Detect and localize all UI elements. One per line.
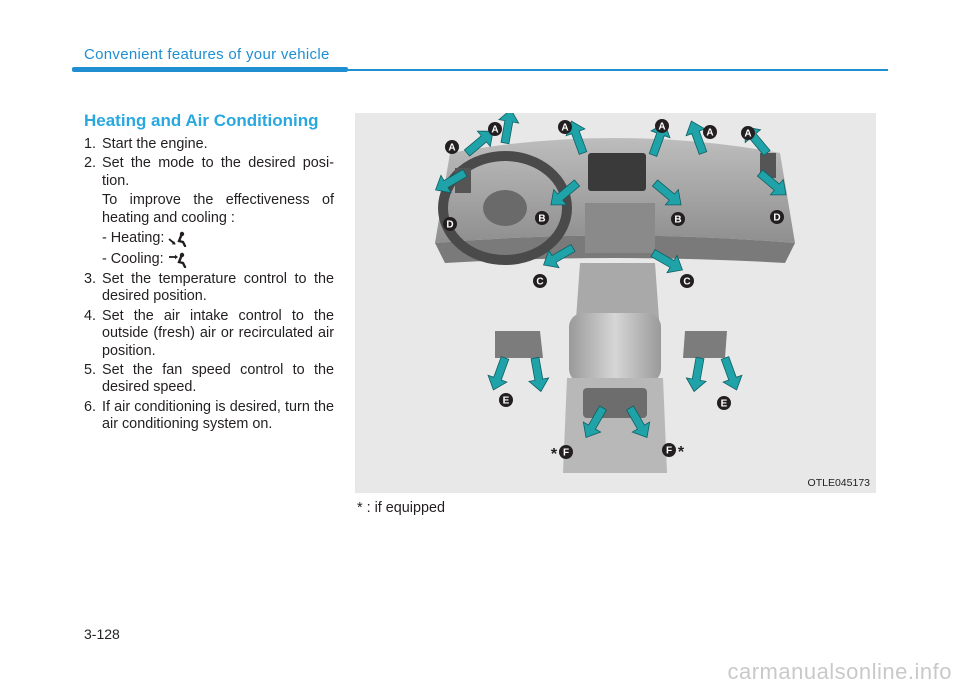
asterisk-marker: * <box>551 446 558 463</box>
floor-duct-right <box>683 331 727 358</box>
armrest <box>569 313 661 383</box>
dashboard-illustration: A A A A A A B B C C D D E E F F * * <box>430 113 795 473</box>
footnote: * : if equipped <box>357 500 446 516</box>
svg-text:A: A <box>448 143 455 154</box>
svg-text:D: D <box>773 213 780 224</box>
step-text: Set the fan speed control to the desired… <box>102 362 334 396</box>
vent-label-d: D D <box>443 210 784 231</box>
page-number: 3-128 <box>84 626 120 642</box>
svg-text:C: C <box>536 277 543 288</box>
asterisk-marker: * <box>678 444 685 461</box>
step-5: 5. Set the fan speed control to the desi… <box>84 362 334 397</box>
vent-label-e: E E <box>499 393 731 410</box>
floor-duct-left <box>495 331 543 358</box>
step-number: 2. <box>84 155 97 172</box>
instructions: 1. Start the engine. 2. Set the mode to … <box>84 136 334 436</box>
step-2: 2. Set the mode to the desired posi-tion… <box>84 155 334 190</box>
step-text: Set the temperature control to the desir… <box>102 271 334 305</box>
step-1: 1. Start the engine. <box>84 136 334 153</box>
header-rule <box>348 69 888 71</box>
mode-heating: - Heating: <box>84 229 334 248</box>
floor-mode-icon <box>168 231 187 247</box>
mode-cooling-label: - Cooling: <box>102 250 164 267</box>
step-6: 6. If air conditioning is desired, turn … <box>84 399 334 434</box>
svg-text:E: E <box>721 399 728 410</box>
display-screen <box>588 153 646 191</box>
section-title: Heating and Air Conditioning <box>84 111 319 130</box>
svg-text:F: F <box>563 448 569 459</box>
face-mode-icon <box>168 252 186 268</box>
svg-text:D: D <box>446 220 453 231</box>
vent-label-a: A A A A A A <box>445 119 755 154</box>
vent-diagram: A A A A A A B B C C D D E E F F * * OT <box>355 113 876 493</box>
step-number: 3. <box>84 271 97 288</box>
step-number: 5. <box>84 362 97 379</box>
watermark: carmanualsonline.info <box>727 659 952 684</box>
svg-text:A: A <box>561 123 568 134</box>
header-title: Convenient features of your vehicle <box>84 46 330 63</box>
svg-text:E: E <box>503 396 510 407</box>
svg-text:B: B <box>674 215 681 226</box>
vent-label-b: B B <box>535 211 685 226</box>
header-bar <box>72 67 348 72</box>
svg-text:A: A <box>658 122 665 133</box>
step-4: 4. Set the air intake control to the out… <box>84 308 334 360</box>
steering-wheel <box>438 151 572 265</box>
svg-text:A: A <box>744 129 751 140</box>
mode-heating-label: - Heating: <box>102 229 165 246</box>
step-text: If air conditioning is desired, turn the… <box>102 398 334 433</box>
svg-text:A: A <box>706 128 713 139</box>
vent-label-f: F F * * <box>551 443 685 463</box>
step-number: 6. <box>84 398 97 415</box>
figure-code: OTLE045173 <box>807 477 870 489</box>
svg-text:F: F <box>666 446 672 457</box>
mode-cooling: - Cooling: <box>84 250 334 269</box>
svg-text:C: C <box>683 277 690 288</box>
svg-text:A: A <box>491 125 498 136</box>
vent-label-c: C C <box>533 274 694 288</box>
note-text: To improve the effectiveness of heating … <box>102 192 334 226</box>
step-text: Set the air intake control to the outsid… <box>102 307 334 359</box>
svg-text:B: B <box>538 214 545 225</box>
step-text: Set the mode to the desired posi-tion. <box>102 155 334 189</box>
step-text: Start the engine. <box>102 136 208 152</box>
step-number: 4. <box>84 307 97 324</box>
step-number: 1. <box>84 136 97 152</box>
step-3: 3. Set the temperature control to the de… <box>84 271 334 306</box>
